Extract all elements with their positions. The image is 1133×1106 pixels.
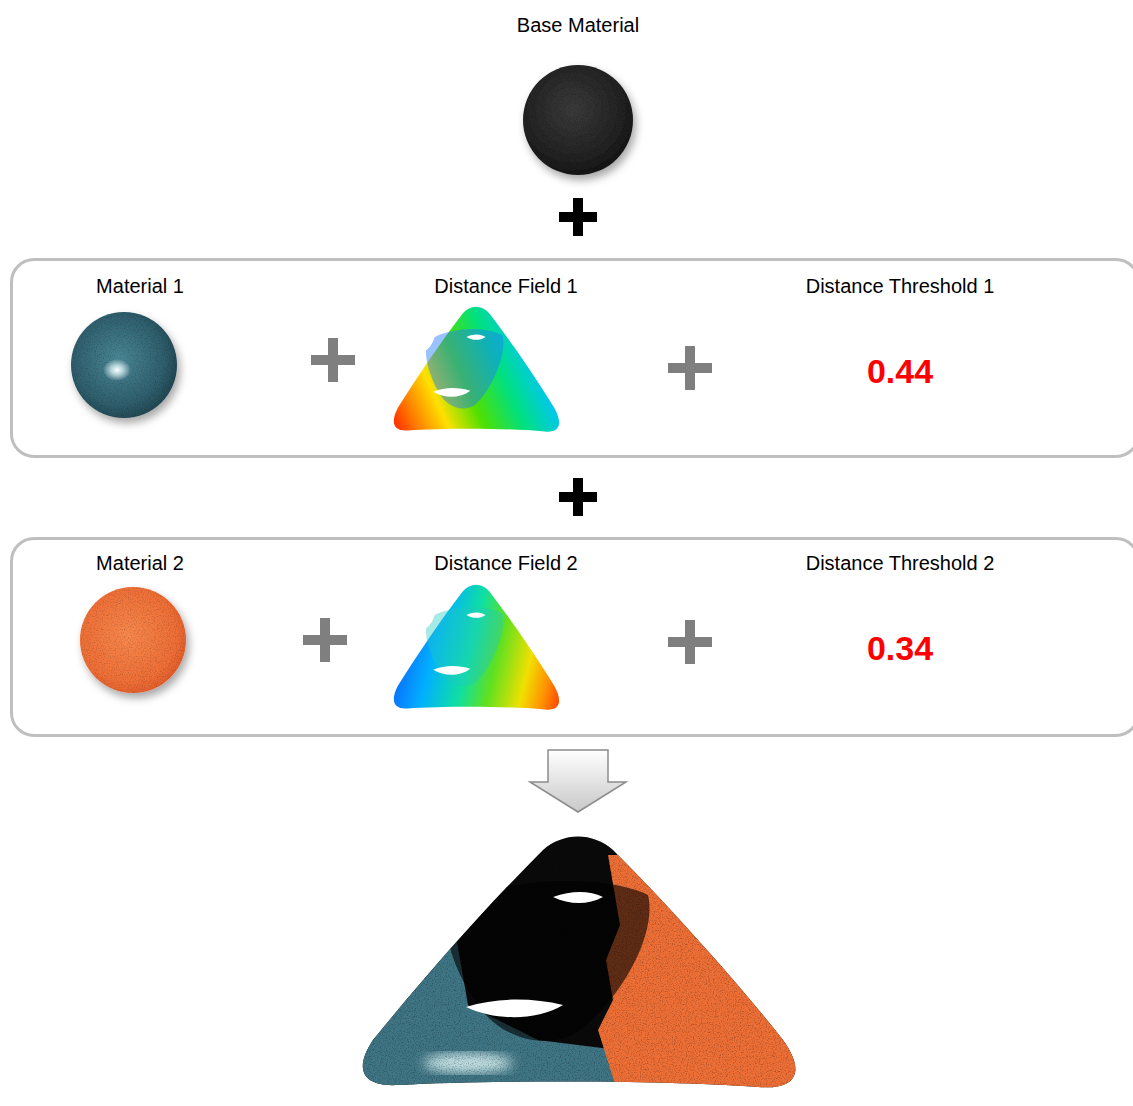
field-surface (394, 585, 559, 710)
material-2-sphere (79, 586, 187, 694)
panel-heading: Distance Field 1 (434, 274, 577, 298)
plus-bar (685, 620, 695, 664)
sphere (71, 312, 177, 418)
sphere (80, 587, 186, 693)
plus-bar (573, 478, 583, 516)
specular-highlight (103, 359, 131, 381)
plus-bar (573, 198, 583, 236)
result-shape (348, 825, 818, 1105)
plus-bar (320, 618, 330, 662)
field-opening (421, 608, 486, 675)
plus-sign (303, 618, 347, 662)
distance-field-2-shape (394, 585, 559, 710)
field-inner-surface (426, 607, 503, 687)
plus-bar (685, 346, 695, 390)
threshold-value: 0.44 (867, 351, 933, 392)
material-1-sphere (70, 311, 178, 419)
base-material-sphere (520, 62, 636, 178)
plus-bar (328, 338, 338, 382)
sphere-texture (520, 62, 636, 178)
panel-heading: Material 1 (96, 274, 184, 298)
plus-sign (668, 346, 712, 390)
material-panel: Material 1 Distance Field 1 Distance Thres… (10, 258, 1133, 458)
plus-sign (668, 620, 712, 664)
material-panel: Material 2 Distance Field 2 Distance Thres… (10, 537, 1133, 737)
plus-sign (559, 198, 597, 236)
plus-sign (311, 338, 355, 382)
field-surface (394, 307, 559, 432)
panel-heading: Material 2 (96, 551, 184, 575)
distance-field-1-shape (394, 307, 559, 432)
base-region (348, 825, 818, 1105)
plus-sign (559, 478, 597, 516)
figure-label: Base Material (517, 13, 639, 37)
field-opening (421, 330, 486, 397)
threshold-value: 0.34 (867, 628, 933, 669)
panel-heading: Distance Threshold 1 (806, 274, 995, 298)
sphere-texture (79, 586, 187, 694)
sphere-texture (70, 311, 178, 419)
field-inner-surface (426, 329, 503, 409)
block-arrow (530, 750, 626, 812)
surface-texture (348, 825, 818, 1105)
panel-heading: Distance Field 2 (434, 551, 577, 575)
panel-heading: Distance Threshold 2 (806, 551, 995, 575)
shape-opening (433, 883, 603, 1017)
